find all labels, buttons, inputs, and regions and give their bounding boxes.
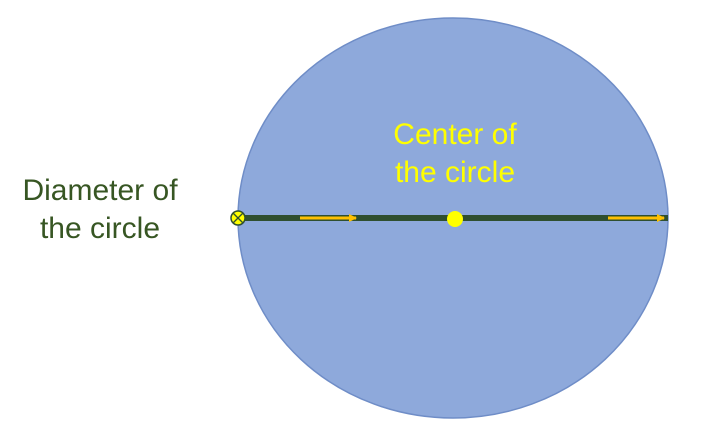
diameter-label: Diameter of the circle <box>0 172 200 248</box>
center-label-line2: the circle <box>394 156 516 189</box>
diameter-label-line2: the circle <box>39 212 161 245</box>
endpoint-marker <box>230 210 246 226</box>
center-label: Center of the circle <box>355 116 555 192</box>
diameter-label-line1: Diameter of <box>22 174 178 207</box>
center-point <box>447 211 463 227</box>
center-label-line1: Center of <box>393 118 517 151</box>
